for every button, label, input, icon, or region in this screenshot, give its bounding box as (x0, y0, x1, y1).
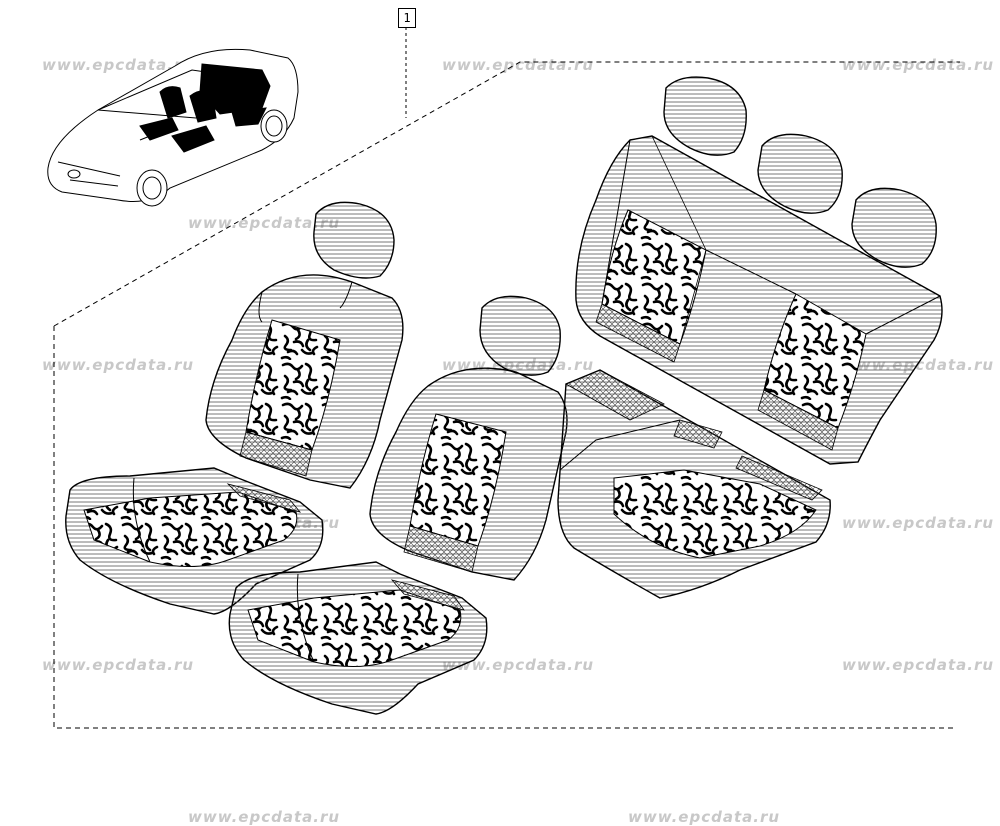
front-right-headrest (479, 295, 561, 376)
watermark: www.epcdata.ru (442, 56, 595, 74)
front-left-headrest (313, 201, 395, 279)
watermark: www.epcdata.ru (42, 56, 195, 74)
rear-headrest-left (663, 76, 747, 156)
rear-cushion (557, 369, 831, 599)
watermark: www.epcdata.ru (188, 214, 341, 232)
watermark: www.epcdata.ru (842, 56, 995, 74)
front-right-cushion (228, 561, 488, 715)
watermark: www.epcdata.ru (842, 656, 995, 674)
assembly-boundary (53, 61, 960, 729)
rear-headrest-right (851, 187, 937, 268)
watermark: www.epcdata.ru (442, 656, 595, 674)
watermark: www.epcdata.ru (42, 356, 195, 374)
front-left-cushion (65, 467, 324, 615)
watermark: www.epcdata.ru (842, 514, 995, 532)
part-callout: 1 (398, 8, 416, 28)
front-left-seatback (205, 274, 404, 489)
vehicle-thumbnail (47, 48, 299, 207)
front-right-seatback (369, 367, 568, 581)
rear-seatback (575, 135, 943, 465)
watermark: www.epcdata.ru (42, 656, 195, 674)
rear-headrest-center (757, 133, 843, 214)
